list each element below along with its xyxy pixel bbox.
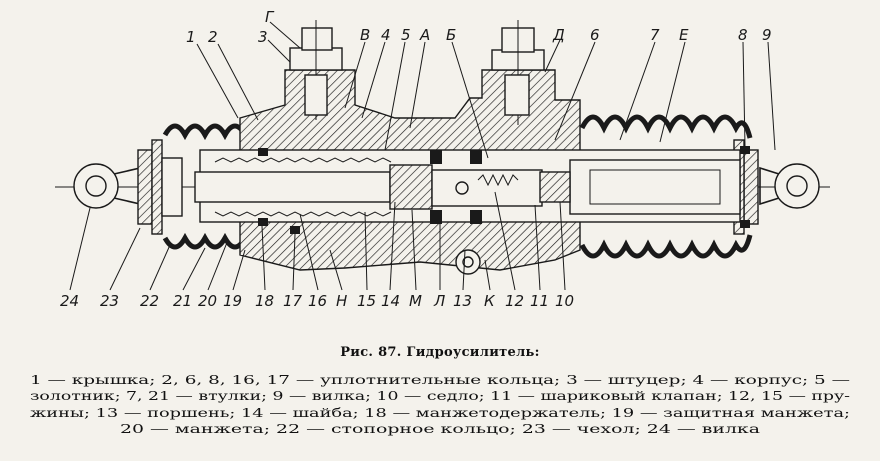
top-label: 6	[590, 26, 600, 44]
top-label: 2	[208, 28, 218, 46]
bottom-label: 19	[223, 292, 242, 310]
right-fork-9	[759, 163, 820, 209]
fitting-3	[289, 20, 343, 120]
bottom-label: 15	[357, 292, 376, 310]
bottom-label: 12	[505, 292, 524, 310]
bottom-label-group: 24 23 22 21 20 19 18 17 16 Н 15 14 М Л 1…	[60, 292, 574, 310]
spring-15	[214, 157, 392, 217]
legend-line: 1 — крышка; 2, 6, 8, 16, 17 — уплотнител…	[30, 373, 850, 387]
top-label: 8	[738, 26, 748, 44]
piston-rod	[194, 171, 391, 203]
bottom-label: 11	[530, 292, 549, 310]
fitting-right	[491, 20, 545, 125]
leader-lines-top	[196, 21, 776, 159]
bottom-label: 16	[308, 292, 327, 310]
legend-line: 20 — манжета; 22 — стопорное кольцо; 23 …	[120, 422, 760, 436]
left-fork-24	[73, 163, 141, 209]
bottom-label: 21	[173, 292, 192, 310]
bottom-label: 17	[283, 292, 303, 310]
bottom-label: Н	[336, 292, 347, 310]
bottom-label: М	[409, 292, 422, 310]
top-label: 9	[762, 26, 772, 44]
bottom-label: 14	[381, 292, 400, 310]
bottom-label: К	[484, 292, 496, 310]
legend-line: золотник; 7, 21 — втулки; 9 — вилка; 10 …	[30, 389, 850, 403]
top-label: 4	[381, 26, 391, 44]
bottom-label: 23	[100, 292, 119, 310]
top-label: А	[419, 26, 430, 44]
right-bellows-7	[579, 114, 753, 259]
top-label: 5	[401, 26, 411, 44]
bleed-port	[455, 249, 481, 275]
bottom-label: 22	[140, 292, 159, 310]
bottom-label: 10	[555, 292, 574, 310]
bottom-label: 18	[255, 292, 274, 310]
top-label: В	[360, 26, 370, 44]
top-label: Е	[679, 26, 689, 44]
bottom-label: 13	[453, 292, 472, 310]
left-end-cap	[137, 139, 183, 235]
top-label: 3	[258, 28, 268, 46]
top-label: Б	[446, 26, 456, 44]
bottom-label: Л	[433, 292, 445, 310]
right-tube-inner	[589, 169, 721, 205]
bottom-label: 20	[198, 292, 217, 310]
figure-caption-title: Рис. 87. Гидроусилитель:	[340, 345, 540, 360]
top-label-group: 1 2 Г 3 В 4 5 А Б Д 6 7 Е 8 9	[186, 8, 772, 46]
top-label: Д	[552, 26, 565, 44]
leader-lines-bottom	[69, 191, 566, 291]
legend-line: жины; 13 — поршень; 14 — шайба; 18 — ман…	[30, 406, 850, 420]
top-label: 7	[650, 26, 660, 44]
top-label: Г	[265, 8, 275, 26]
bottom-label: 24	[60, 292, 79, 310]
seal-rings	[258, 146, 750, 234]
valve-assembly	[389, 150, 571, 224]
top-label: 1	[186, 28, 196, 46]
